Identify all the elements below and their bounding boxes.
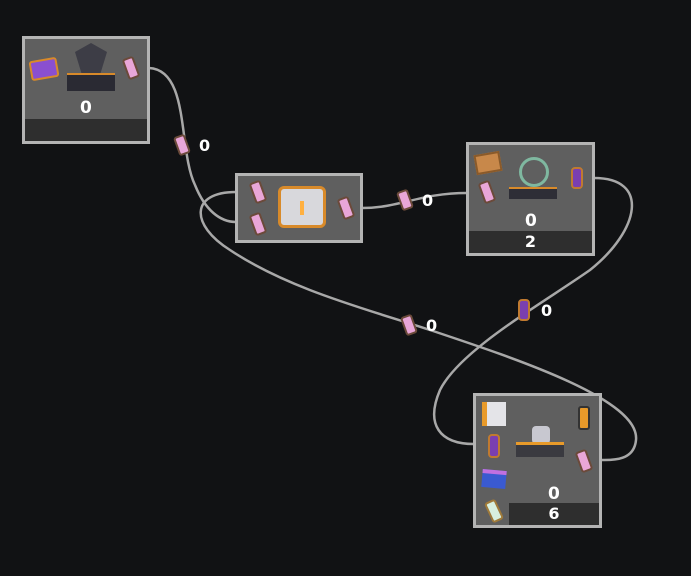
edge-node1-node2[interactable] bbox=[148, 66, 237, 224]
node-accelerator[interactable]: 0 2 bbox=[466, 142, 595, 256]
orange-cylinder-icon bbox=[578, 406, 590, 430]
purple-containment-cell-icon bbox=[518, 299, 530, 321]
pink-capsule-icon bbox=[248, 211, 268, 237]
edge-label: 0 bbox=[541, 301, 553, 320]
dark-crystal-smelter-icon bbox=[67, 43, 115, 91]
pink-capsule-icon bbox=[248, 179, 268, 205]
edge-label: 0 bbox=[199, 136, 211, 155]
pink-capsule-icon bbox=[336, 195, 356, 221]
purple-battery-pack-icon bbox=[28, 56, 60, 82]
pink-capsule-icon bbox=[477, 179, 497, 205]
blue-tray-icon bbox=[481, 468, 507, 490]
purple-containment-cell-icon bbox=[571, 167, 583, 189]
orange-storage-crate-icon bbox=[278, 186, 326, 228]
ring-accelerator-icon bbox=[509, 157, 557, 199]
edge-node2-node4[interactable] bbox=[199, 190, 638, 462]
purple-containment-cell-icon bbox=[488, 434, 500, 458]
edge-node2-node3[interactable] bbox=[361, 191, 468, 210]
node-footer bbox=[25, 119, 147, 141]
pink-capsule-icon bbox=[121, 55, 141, 81]
pink-capsule-icon bbox=[574, 448, 594, 474]
glowing-capsule-icon bbox=[483, 498, 505, 524]
white-cube-icon bbox=[482, 402, 506, 426]
node-smelter[interactable]: 0 bbox=[22, 36, 150, 144]
node-value: 0 bbox=[548, 484, 560, 504]
node-footer: 6 bbox=[509, 503, 599, 525]
node-value: 0 bbox=[80, 98, 92, 118]
node-assembler[interactable]: 0 6 bbox=[473, 393, 602, 528]
node-value: 0 bbox=[525, 211, 537, 231]
edge-label: 0 bbox=[422, 191, 434, 210]
wooden-crate-icon bbox=[473, 150, 503, 176]
node-footer: 2 bbox=[469, 231, 592, 253]
edge-label: 0 bbox=[426, 316, 438, 335]
assembler-factory-icon bbox=[516, 426, 564, 457]
node-storage[interactable] bbox=[235, 173, 363, 243]
